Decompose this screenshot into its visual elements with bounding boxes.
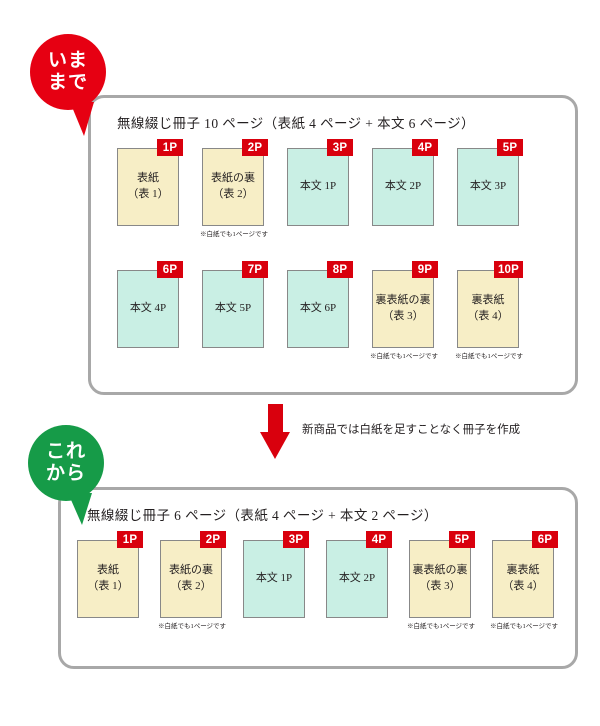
page-label-line1: 本文 1P xyxy=(299,180,337,193)
after-page-row-1: 表紙 （表 1） 1P ※白紙でも1ページです 表紙の裏 （表 2） 2P ※白紙でも1ページ… xyxy=(77,531,558,630)
page-label-line1: 裏表紙 xyxy=(471,294,505,307)
page-label-line1: 裏表紙の裏 xyxy=(375,294,431,307)
page-card-body: 本文 5P xyxy=(202,270,264,348)
page-card-after1-1p: 表紙（表 1）1P※白紙でも1ページです xyxy=(77,531,143,618)
page-label-line2: （表 4） xyxy=(467,310,509,322)
badge-before-line1: いま xyxy=(47,49,88,71)
transition-block: 新商品では白紙を足すことなく冊子を作成 xyxy=(260,404,520,459)
page-label-line1: 本文 2P xyxy=(338,572,376,585)
page-number-tab: 6P xyxy=(157,261,183,278)
before-panel: 無線綴じ冊子 10 ページ（表紙 4 ページ + 本文 6 ページ） 表紙 （表 … xyxy=(88,95,578,395)
page-card-body: 表紙 （表 1） xyxy=(77,540,139,618)
page-label-line2: （表 3） xyxy=(382,310,424,322)
page-card-body: 本文 4P xyxy=(117,270,179,348)
transition-caption: 新商品では白紙を足すことなく冊子を作成 xyxy=(302,423,521,436)
page-number-tab: 2P xyxy=(200,531,226,548)
page-label-line2: （表 1） xyxy=(127,188,169,200)
down-arrow-icon xyxy=(260,404,290,459)
blank-page-note: ※白紙でも1ページです xyxy=(199,231,269,238)
badge-before: いま まで xyxy=(30,34,106,136)
page-number-tab: 8P xyxy=(327,261,353,278)
page-card-body: 本文 2P xyxy=(372,148,434,226)
before-page-row-1: 表紙 （表 1） 1P ※白紙でも1ページです表紙の裏 （表 2） 2P ※白紙でも1ページ… xyxy=(117,139,523,238)
page-label-line1: 表紙の裏 xyxy=(169,564,213,577)
page-label-line1: 裏表紙の裏 xyxy=(412,564,468,577)
page-card-before1-2p: 表紙の裏 （表 2） 2P ※白紙でも1ページです xyxy=(200,139,268,238)
page-card-after1-6p: 裏表紙 （表 4） 6P ※白紙でも1ページです xyxy=(490,531,558,630)
page-label-line2: （表 1） xyxy=(87,580,129,592)
page-label-line1: 本文 6P xyxy=(299,302,337,315)
blank-page-note: ※白紙でも1ページです xyxy=(454,353,524,360)
page-card-before2-10p: 裏表紙 （表 4） 10P ※白紙でも1ページです xyxy=(455,261,523,360)
page-number-tab: 7P xyxy=(242,261,268,278)
page-number-tab: 5P xyxy=(449,531,475,548)
before-page-row-2: 本文 4P 6P ※白紙でも1ページです 本文 5P 7P ※白紙でも1ページです 本文 6… xyxy=(117,261,523,360)
page-label-line1: 表紙 xyxy=(137,172,159,185)
page-label-line2: （表 2） xyxy=(212,188,254,200)
page-number-tab: 3P xyxy=(283,531,309,548)
page-number-tab: 6P xyxy=(532,531,558,548)
page-label-line1: 本文 5P xyxy=(214,302,252,315)
page-card-body: 裏表紙 （表 4） xyxy=(492,540,554,618)
blank-page-note: ※白紙でも1ページです xyxy=(489,623,559,630)
page-label-line1: 本文 4P xyxy=(129,302,167,315)
page-number-tab: 9P xyxy=(412,261,438,278)
arrow-shaft xyxy=(268,404,283,434)
page-card-body: 本文 1P xyxy=(287,148,349,226)
page-label-line2: （表 4） xyxy=(502,580,544,592)
page-card-after1-2p: 表紙の裏 （表 2） 2P ※白紙でも1ページです xyxy=(158,531,226,630)
after-panel-title: 無線綴じ冊子 6 ページ（表紙 4 ページ + 本文 2 ページ） xyxy=(87,508,438,523)
blank-page-note: ※白紙でも1ページです xyxy=(157,623,227,630)
page-card-after1-5p: 裏表紙の裏 （表 3） 5P ※白紙でも1ページです xyxy=(407,531,475,630)
page-card-body: 本文 6P xyxy=(287,270,349,348)
page-label-line1: 表紙の裏 xyxy=(211,172,255,185)
page-number-tab: 2P xyxy=(242,139,268,156)
page-label-line2: （表 3） xyxy=(419,580,461,592)
page-card-body: 本文 1P xyxy=(243,540,305,618)
page-number-tab: 1P xyxy=(117,531,143,548)
page-number-tab: 1P xyxy=(157,139,183,156)
badge-after-line1: これ xyxy=(45,440,86,462)
page-number-tab: 10P xyxy=(493,261,523,278)
page-card-before2-9p: 裏表紙の裏 （表 3） 9P ※白紙でも1ページです xyxy=(370,261,438,360)
badge-after-line2: から xyxy=(45,463,86,484)
page-card-body: 表紙の裏 （表 2） xyxy=(160,540,222,618)
page-card-body: 表紙 （表 1） xyxy=(117,148,179,226)
blank-page-note: ※白紙でも1ページです xyxy=(406,623,476,630)
page-card-body: 表紙の裏 （表 2） xyxy=(202,148,264,226)
arrow-head xyxy=(260,432,290,459)
badge-before-line2: まで xyxy=(47,72,88,93)
page-number-tab: 4P xyxy=(412,139,438,156)
page-label-line1: 裏表紙 xyxy=(506,564,540,577)
page-card-body: 裏表紙の裏 （表 3） xyxy=(409,540,471,618)
page-number-tab: 4P xyxy=(366,531,392,548)
page-label-line1: 表紙 xyxy=(97,564,119,577)
page-card-body: 本文 2P xyxy=(326,540,388,618)
badge-after: これ から xyxy=(28,425,104,525)
page-label-line1: 本文 2P xyxy=(384,180,422,193)
page-number-tab: 5P xyxy=(497,139,523,156)
blank-page-note: ※白紙でも1ページです xyxy=(369,353,439,360)
page-label-line2: （表 2） xyxy=(170,580,212,592)
page-label-line1: 本文 3P xyxy=(469,180,507,193)
after-panel: 無線綴じ冊子 6 ページ（表紙 4 ページ + 本文 2 ページ） 表紙 （表 1… xyxy=(58,487,578,669)
page-card-before1-1p: 表紙（表 1）1P※白紙でも1ページです xyxy=(117,139,183,226)
page-card-body: 裏表紙 （表 4） xyxy=(457,270,519,348)
page-number-tab: 3P xyxy=(327,139,353,156)
page-card-body: 本文 3P xyxy=(457,148,519,226)
page-card-body: 裏表紙の裏 （表 3） xyxy=(372,270,434,348)
before-panel-title: 無線綴じ冊子 10 ページ（表紙 4 ページ + 本文 6 ページ） xyxy=(117,116,475,131)
page-label-line1: 本文 1P xyxy=(255,572,293,585)
